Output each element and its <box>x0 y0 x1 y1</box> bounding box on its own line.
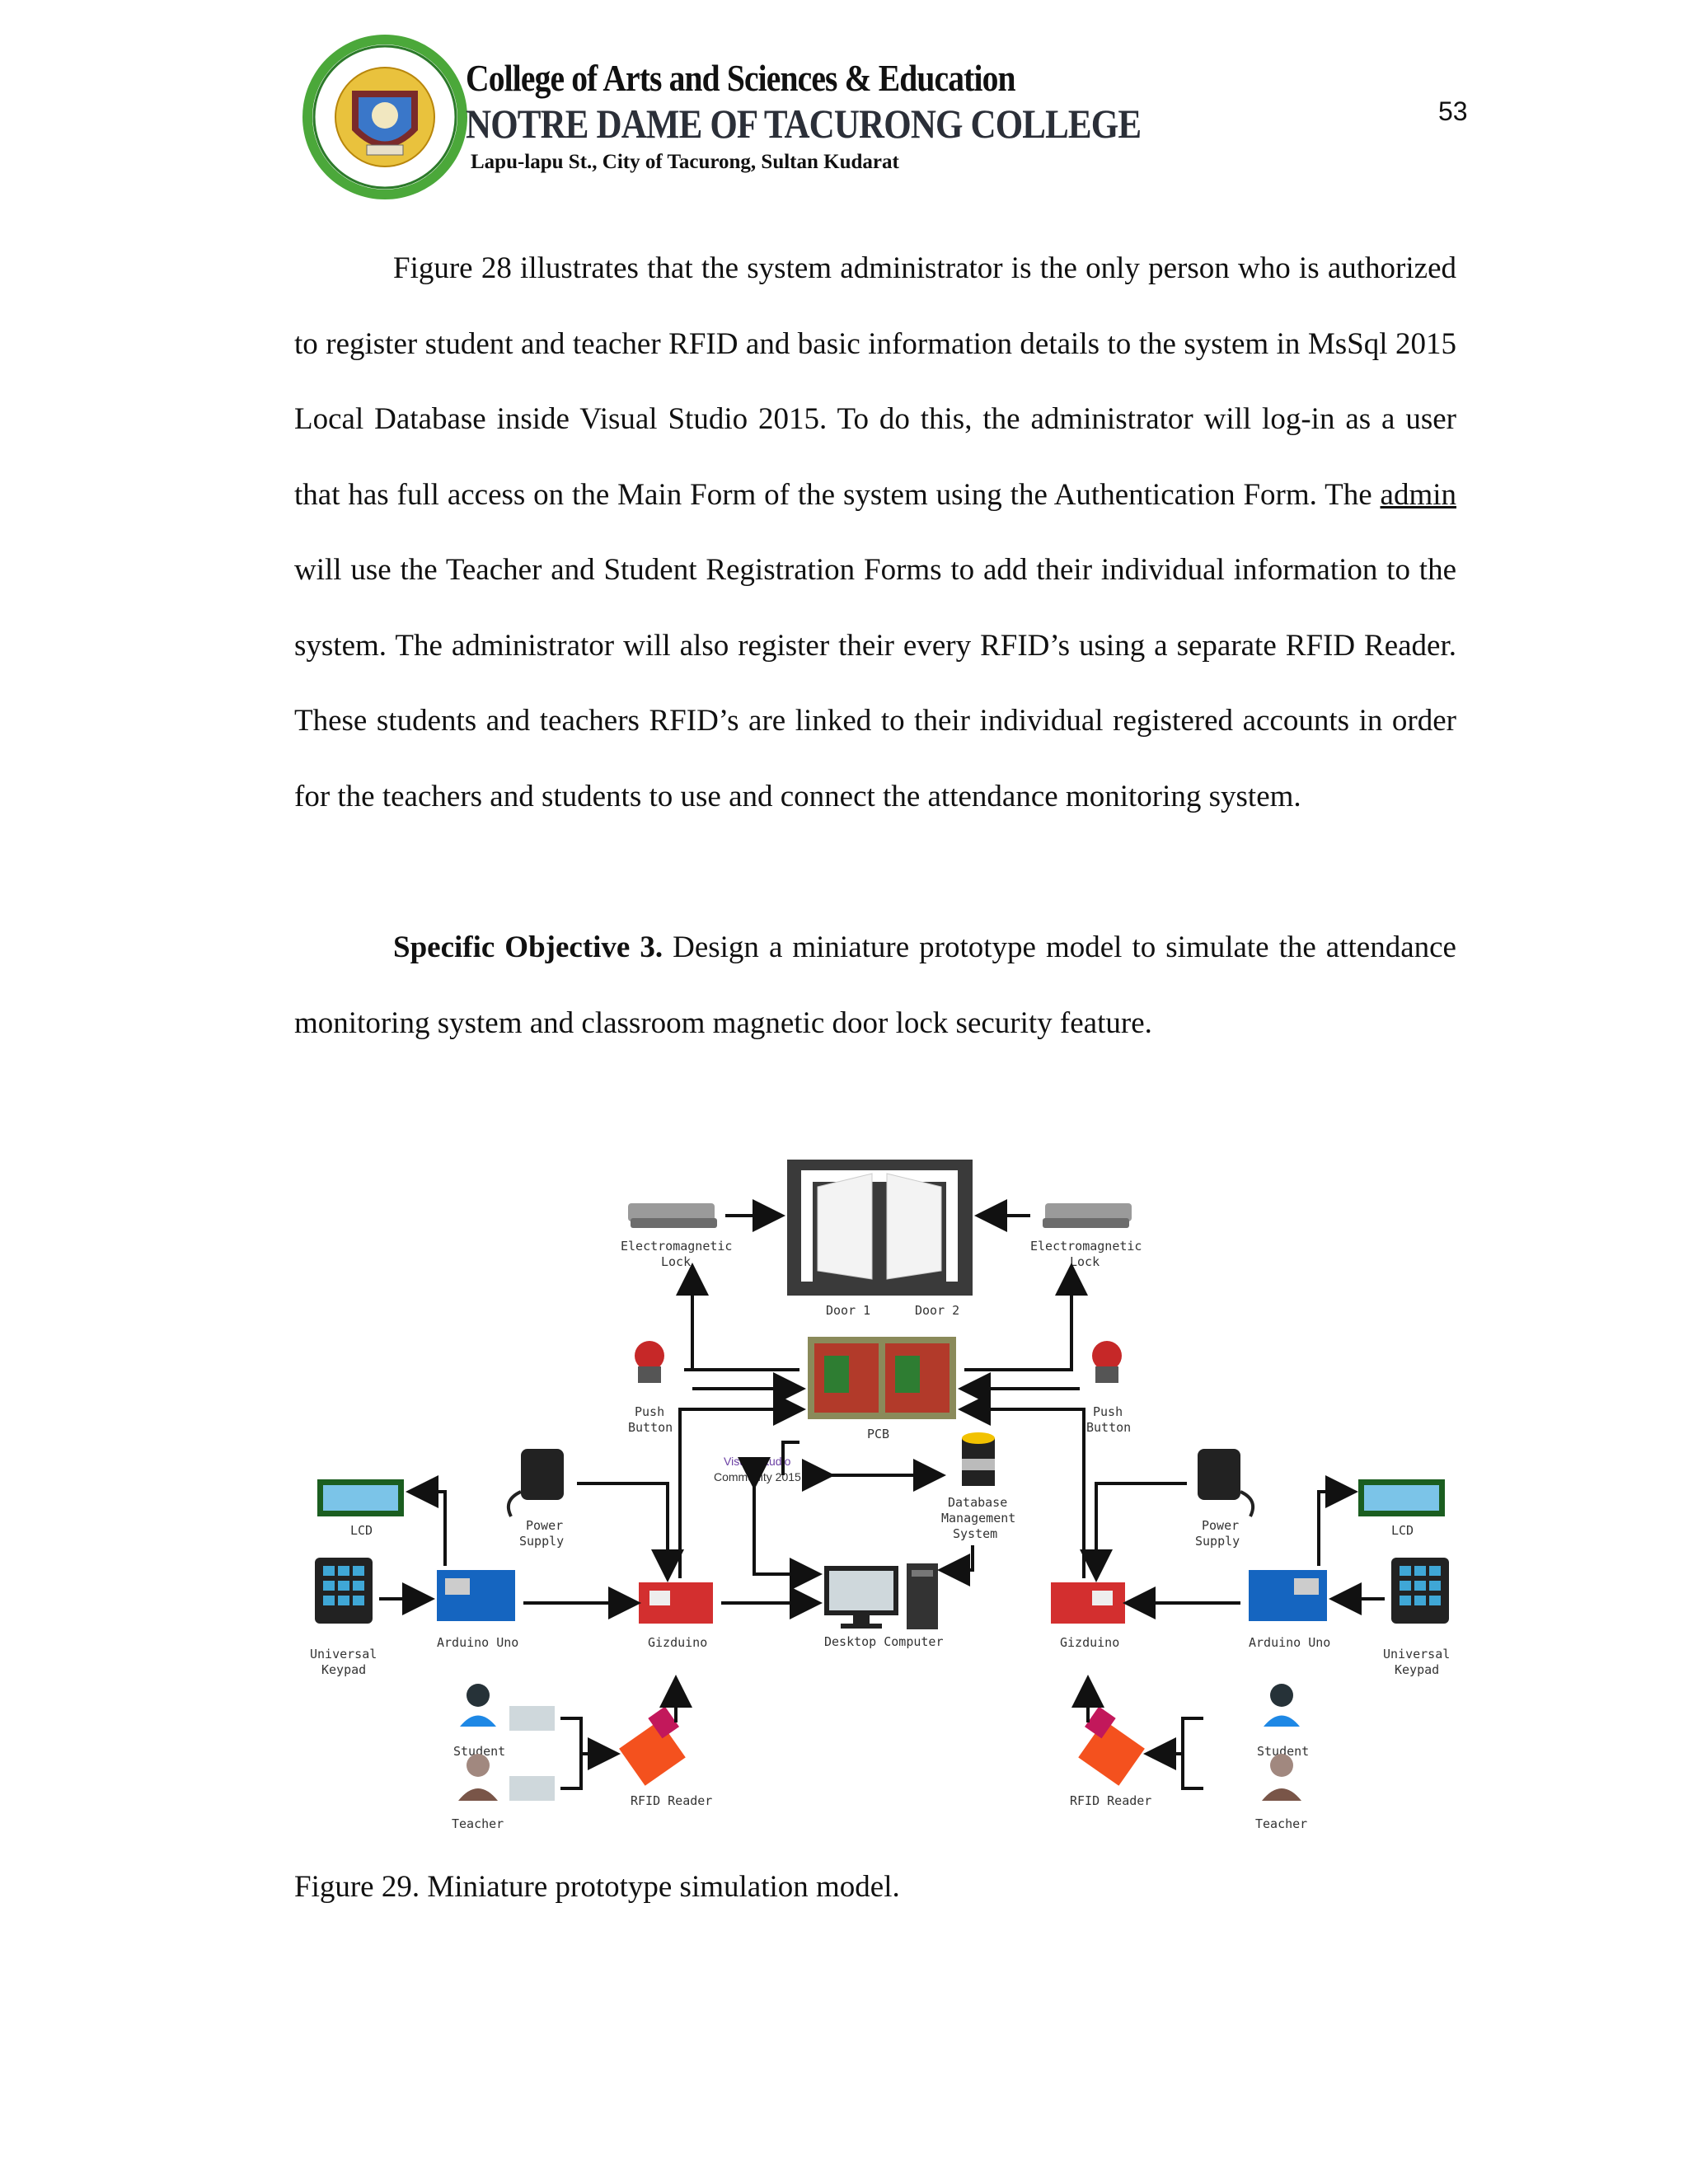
button-left-label: Button <box>628 1420 673 1435</box>
teacher-left-label: Teacher <box>452 1816 504 1831</box>
database-icon <box>962 1432 995 1486</box>
lcd-left-label: LCD <box>350 1523 373 1538</box>
college-seal-logo <box>302 35 467 199</box>
gizduino-right-label: Gizduino <box>1060 1635 1119 1650</box>
student-right-icon <box>1264 1684 1300 1727</box>
rfid-card-student <box>509 1706 555 1731</box>
college-name: NOTRE DAME OF TACURONG COLLEGE <box>466 101 1142 147</box>
rfid-left-label: RFID Reader <box>631 1793 712 1808</box>
door1-label: Door 1 <box>826 1303 870 1318</box>
keypad-right <box>1391 1558 1449 1624</box>
student-right-label: Student <box>1257 1744 1309 1759</box>
college-address: Lapu-lapu St., City of Tacurong, Sultan … <box>471 151 899 173</box>
supply-left-label: Supply <box>519 1534 564 1549</box>
electromagnetic-lock-right <box>1043 1203 1132 1228</box>
keypad-right-label1: Universal <box>1383 1647 1450 1661</box>
lcd-right <box>1358 1479 1445 1516</box>
gizduino-left-label: Gizduino <box>648 1635 707 1650</box>
desktop-label: Desktop Computer <box>824 1634 944 1649</box>
push-button-left <box>635 1341 664 1383</box>
keypad-right-label2: Keypad <box>1395 1662 1439 1677</box>
teacher-right-label: Teacher <box>1255 1816 1307 1831</box>
body-text: Figure 28 illustrates that the system ad… <box>294 231 1456 1061</box>
power-supply-right <box>1198 1449 1254 1517</box>
em-lock-right-label2: Lock <box>1070 1254 1100 1269</box>
pcb-image <box>808 1337 956 1419</box>
paragraph1-text-a: Figure 28 illustrates that the system ad… <box>294 251 1456 512</box>
keypad-left-label1: Universal <box>310 1647 377 1661</box>
visual-studio-logo-text: Visual Studio <box>724 1455 791 1468</box>
paragraph1-underlined-word: admin <box>1380 477 1456 512</box>
door-image <box>787 1160 973 1296</box>
em-lock-right-label: Electromagnetic <box>1030 1239 1142 1254</box>
db-label-2: Management <box>941 1511 1015 1526</box>
student-left-icon <box>460 1684 496 1727</box>
lcd-left <box>317 1479 404 1516</box>
diagram-connections <box>379 1199 1385 1790</box>
student-left-label: Student <box>453 1744 505 1759</box>
keypad-left-label2: Keypad <box>321 1662 366 1677</box>
arduino-left <box>437 1570 515 1621</box>
teacher-right-icon <box>1262 1754 1301 1801</box>
arduino-right <box>1249 1570 1327 1621</box>
button-right-label: Button <box>1086 1420 1131 1435</box>
db-label-1: Database <box>948 1495 1007 1510</box>
paragraph1-text-b: will use the Teacher and Student Registr… <box>294 553 1456 813</box>
gizduino-left <box>639 1582 713 1624</box>
push-button-right <box>1092 1341 1122 1383</box>
gizduino-right <box>1051 1582 1125 1624</box>
rfid-reader-right <box>1078 1706 1145 1786</box>
power-supply-left <box>507 1449 564 1517</box>
desktop-computer-icon <box>824 1563 938 1629</box>
lcd-right-label: LCD <box>1391 1523 1414 1538</box>
prototype-diagram: Door 1 Door 2 Electromagnetic Lock Elect… <box>305 1154 1459 1846</box>
supply-right-label: Supply <box>1195 1534 1240 1549</box>
visual-studio-edition: Community 2015 <box>714 1470 801 1483</box>
college-header-text: College of Arts and Sciences & Education… <box>466 56 1175 200</box>
paragraph-figure-28: Figure 28 illustrates that the system ad… <box>294 231 1456 834</box>
rfid-reader-left <box>619 1706 686 1786</box>
push-left-label: Push <box>635 1404 664 1419</box>
em-lock-left-label: Electromagnetic <box>621 1239 732 1254</box>
rfid-right-label: RFID Reader <box>1070 1793 1151 1808</box>
db-label-3: System <box>953 1526 997 1541</box>
figure-caption: Figure 29. Miniature prototype simulatio… <box>294 1870 900 1904</box>
prototype-diagram-svg: Door 1 Door 2 Electromagnetic Lock Elect… <box>310 1160 1450 1831</box>
arduino-left-label: Arduino Uno <box>437 1635 518 1650</box>
push-right-label: Push <box>1093 1404 1123 1419</box>
paragraph-objective-3: Specific Objective 3. Design a miniature… <box>294 910 1456 1061</box>
keypad-left <box>315 1558 373 1624</box>
rfid-card-teacher <box>509 1776 555 1801</box>
teacher-left-icon <box>458 1754 498 1801</box>
objective-heading: Specific Objective 3. <box>393 930 663 964</box>
objective-text: Design a miniature prototype model to si… <box>294 930 1456 1040</box>
power-left-label: Power <box>526 1518 563 1533</box>
electromagnetic-lock-left <box>628 1203 717 1228</box>
arduino-right-label: Arduino Uno <box>1249 1635 1330 1650</box>
power-right-label: Power <box>1202 1518 1239 1533</box>
page-number: 53 <box>1438 96 1468 126</box>
em-lock-left-label2: Lock <box>661 1254 691 1269</box>
college-department: College of Arts and Sciences & Education <box>466 57 1016 99</box>
pcb-label: PCB <box>867 1427 889 1441</box>
door2-label: Door 2 <box>915 1303 959 1318</box>
page-header: College of Arts and Sciences & Education… <box>301 33 1537 206</box>
